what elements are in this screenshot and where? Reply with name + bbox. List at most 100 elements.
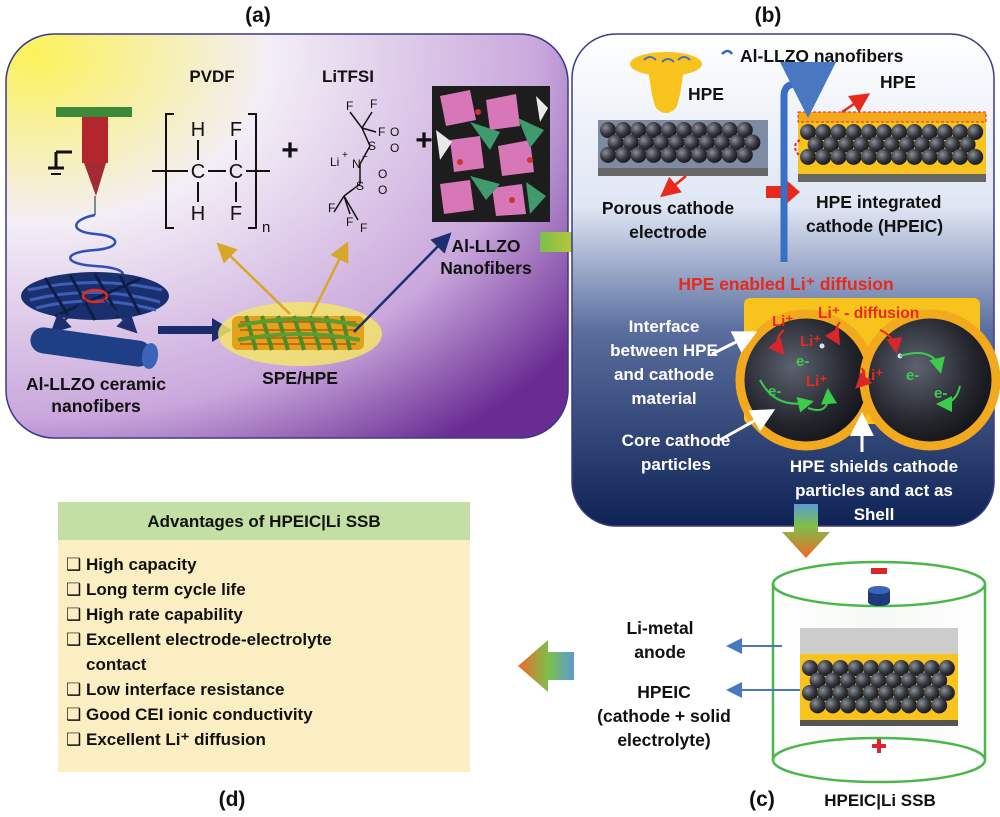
cathode-particle <box>815 148 832 165</box>
cathode-particle <box>885 697 902 714</box>
cathode-particle <box>800 148 816 165</box>
llzo-crystal-structure-image <box>432 86 550 222</box>
cathode-particle <box>645 122 662 138</box>
cathode-particle <box>824 697 841 714</box>
blue-infiltration-arrow <box>780 62 836 262</box>
panel-a: Al-LLZO ceramic nanofibers SPE/HPE PVDF … <box>5 33 569 439</box>
ceramic-nanofibers-label-2: nanofibers <box>51 396 141 416</box>
cathode-particle <box>607 134 624 151</box>
cell-caption: HPEIC|Li SSB <box>824 791 936 810</box>
hpe-integrated-cathode-image <box>794 111 987 182</box>
hpeic-layer <box>800 654 958 726</box>
pvdf-atom-f2: F <box>230 203 242 225</box>
cathode-particle <box>959 136 976 153</box>
cathode-particle <box>878 684 894 701</box>
cathode-particle <box>630 122 647 138</box>
cathode-particle <box>817 684 834 701</box>
cathode-particle <box>931 697 948 714</box>
ceramic-nanofiber-rod <box>30 327 159 369</box>
advantage-item-4: Excellent electrode-electrolyte <box>86 630 332 649</box>
advantages-list: ❑ High capacity ❑ Long term cycle life ❑… <box>66 555 332 749</box>
cathode-particle <box>729 134 746 151</box>
advantages-header-box <box>58 502 470 540</box>
cathode-particle <box>645 146 662 163</box>
litfsi-f-3: F <box>378 125 385 139</box>
checkbox-icon-7: ❑ <box>66 730 81 749</box>
electron-label-4: e- <box>934 385 947 402</box>
cathode-particle <box>906 148 923 165</box>
cathode-particle <box>815 124 832 140</box>
cathode-particle <box>936 124 953 140</box>
cathode-particle <box>921 124 938 140</box>
cathode-particle <box>838 136 854 153</box>
checkbox-icon-3: ❑ <box>66 605 81 624</box>
anode-label-2: anode <box>634 642 686 662</box>
cathode-particle <box>893 660 910 676</box>
hpeic-label-3: electrolyte) <box>617 730 710 750</box>
anode-cap-icon <box>868 586 890 606</box>
li-metal-anode-layer <box>800 628 958 654</box>
shell-label-3: Shell <box>854 505 895 524</box>
advantage-item-5: Low interface resistance <box>86 680 284 699</box>
cathode-particle <box>916 697 932 714</box>
cathode-particle <box>931 672 948 689</box>
ground-symbol-icon <box>48 150 72 175</box>
shell-label-1: HPE shields cathode <box>790 457 958 476</box>
integrated-cathode-label-2: cathode (HPEIC) <box>806 216 943 236</box>
advantage-item-4-cont: contact <box>86 655 147 674</box>
cathode-particle <box>914 136 930 153</box>
advantage-item-3: High rate capability <box>86 605 243 624</box>
pvdf-atom-h2: H <box>191 203 205 225</box>
interface-label-3: and cathode <box>614 365 714 384</box>
cathode-particle <box>952 148 968 165</box>
checkbox-icon-5: ❑ <box>66 680 81 699</box>
porous-cathode-label-2: electrode <box>629 222 707 242</box>
cathode-particle <box>809 672 826 689</box>
cathode-particle <box>714 134 730 151</box>
core-particles-label-1: Core cathode <box>622 431 731 450</box>
litfsi-f-5: F <box>346 215 353 229</box>
plus-sign-1: + <box>281 134 299 167</box>
pvdf-label: PVDF <box>189 67 234 86</box>
arrow-b-to-c <box>782 504 830 558</box>
core-particles-label-2: particles <box>641 455 711 474</box>
litfsi-f-4: F <box>328 201 335 215</box>
cathode-particle <box>817 660 834 676</box>
cathode-particle <box>883 136 900 153</box>
cathode-particle <box>721 146 738 163</box>
litfsi-s-1: S <box>368 139 376 153</box>
cathode-particle <box>840 697 856 714</box>
cathode-particle <box>923 684 940 701</box>
hpeic-label-1: HPEIC <box>637 682 691 702</box>
cathode-particle <box>878 660 894 676</box>
cathode-particle <box>691 146 708 163</box>
litfsi-f-1: F <box>346 99 353 113</box>
cathode-particle <box>885 672 902 689</box>
litfsi-f-2: F <box>370 97 377 111</box>
cathode-particle <box>824 672 841 689</box>
cathode-particle <box>870 697 887 714</box>
cathode-particle <box>916 672 932 689</box>
cathode-particle <box>845 148 862 165</box>
hpeic-label-2: (cathode + solid <box>597 706 731 726</box>
cathode-particle <box>630 146 647 163</box>
pvdf-atom-c1: C <box>191 161 205 183</box>
panel-c-letter: (c) <box>749 788 775 811</box>
cathode-particle <box>668 134 685 151</box>
cathode-particle <box>847 660 864 676</box>
cathode-particle <box>706 122 723 138</box>
advantages-list-box <box>58 540 470 772</box>
cathode-particle <box>615 146 632 163</box>
panel-d-letter: (d) <box>219 788 246 811</box>
plus-sign-2: + <box>415 124 433 157</box>
cathode-particle <box>876 124 892 140</box>
porous-cathode-label-1: Porous cathode <box>602 198 735 218</box>
cathode-particle <box>615 122 632 138</box>
cathode-particle <box>721 122 738 138</box>
cathode-particle <box>929 136 946 153</box>
cathode-particle <box>876 148 892 165</box>
cathode-particle <box>868 136 885 153</box>
litfsi-s-2: S <box>356 179 364 193</box>
electron-label-1: e- <box>796 353 809 370</box>
cathode-particle <box>832 660 849 676</box>
